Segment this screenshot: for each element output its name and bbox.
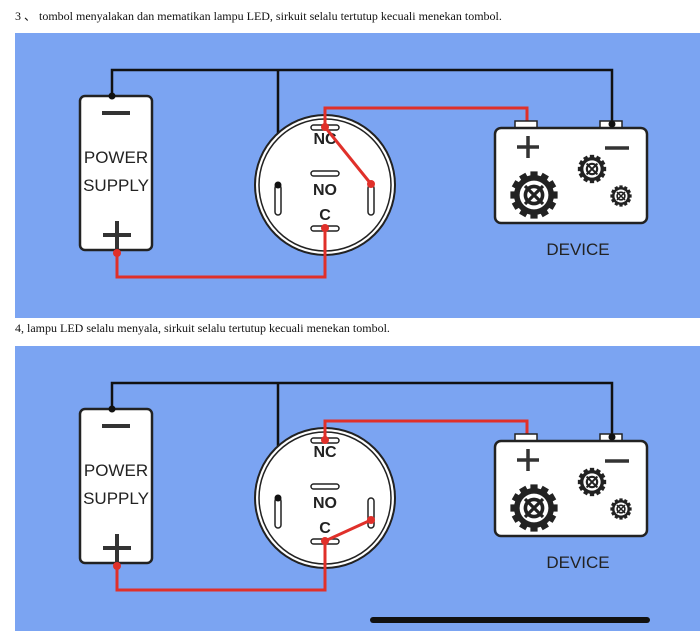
home-indicator[interactable]: [370, 617, 650, 623]
device-label: DEVICE: [546, 553, 609, 572]
device: DEVICE: [493, 433, 649, 572]
diagram-shape: [110, 381, 614, 438]
no-label: NO: [313, 495, 337, 512]
device-label: DEVICE: [546, 240, 609, 259]
wiring-diagram-1: POWER SUPPLY NC NO C DEVICE: [15, 33, 700, 318]
diagram-shape: [108, 92, 116, 100]
diagram-shape: [321, 537, 329, 545]
diagram-shape: [523, 184, 545, 206]
wiring-diagram-2: POWER SUPPLY NC NO C DEVICE: [15, 346, 700, 631]
caption-section-3: 3 、 tombol menyalakan dan mematikan lamp…: [15, 9, 502, 23]
no-bar: [310, 170, 340, 177]
diagram-shape: [256, 429, 394, 567]
supply-label: SUPPLY: [83, 489, 149, 508]
no-label: NO: [313, 182, 337, 199]
c-label: C: [319, 520, 331, 537]
diagram-shape: [493, 439, 649, 538]
diagram-shape: [367, 180, 375, 188]
gear-icon: [510, 467, 632, 532]
red-wires: [115, 106, 529, 279]
plus-icon: [103, 534, 131, 562]
diagram-shape: [113, 249, 121, 257]
diagram-shape: [274, 181, 282, 189]
diagram-shape: [321, 436, 329, 444]
diagram-shape: [113, 120, 531, 257]
diagram-shape: [323, 419, 529, 440]
switch-contact: [324, 518, 372, 543]
no-bar: [310, 483, 340, 490]
diagram-shape: [523, 497, 545, 519]
diagram-shape: [367, 184, 375, 216]
supply-label: SUPPLY: [83, 176, 149, 195]
nc-label: NC: [313, 444, 337, 461]
diagram-shape: [110, 68, 614, 125]
diagram-shape: [321, 224, 329, 232]
diagram-shape: [608, 433, 616, 441]
diagram-shape: [321, 123, 329, 131]
diagram-shape: [367, 516, 375, 524]
plus-icon: [517, 136, 539, 158]
diagram-shape: [113, 562, 121, 570]
switch-contact: [323, 126, 373, 185]
diagram-shape: [616, 504, 626, 514]
power-label: POWER: [84, 461, 148, 480]
power-supply: POWER SUPPLY: [78, 405, 154, 565]
gear-icon: [510, 154, 632, 219]
diagram-shape: [585, 475, 599, 489]
diagram-shape: [274, 184, 282, 216]
diagram-shape: [608, 120, 616, 128]
plus-icon: [103, 221, 131, 249]
diagram-shape: [323, 106, 529, 127]
caption-section-4: 4, lampu LED selalu menyala, sirkuit sel…: [15, 321, 390, 335]
device: DEVICE: [493, 120, 649, 259]
diagram-shape: [274, 497, 282, 529]
diagram-shape: [274, 494, 282, 502]
plus-icon: [517, 449, 539, 471]
power-supply: POWER SUPPLY: [78, 92, 154, 252]
diagram-shape: [585, 162, 599, 176]
diagram-shape: [115, 228, 327, 279]
power-label: POWER: [84, 148, 148, 167]
c-label: C: [319, 207, 331, 224]
red-wires: [115, 419, 529, 592]
diagram-shape: [493, 126, 649, 225]
diagram-shape: [256, 116, 394, 254]
diagram-shape: [108, 405, 116, 413]
diagram-shape: [616, 191, 626, 201]
diagram-shape: [115, 541, 327, 592]
